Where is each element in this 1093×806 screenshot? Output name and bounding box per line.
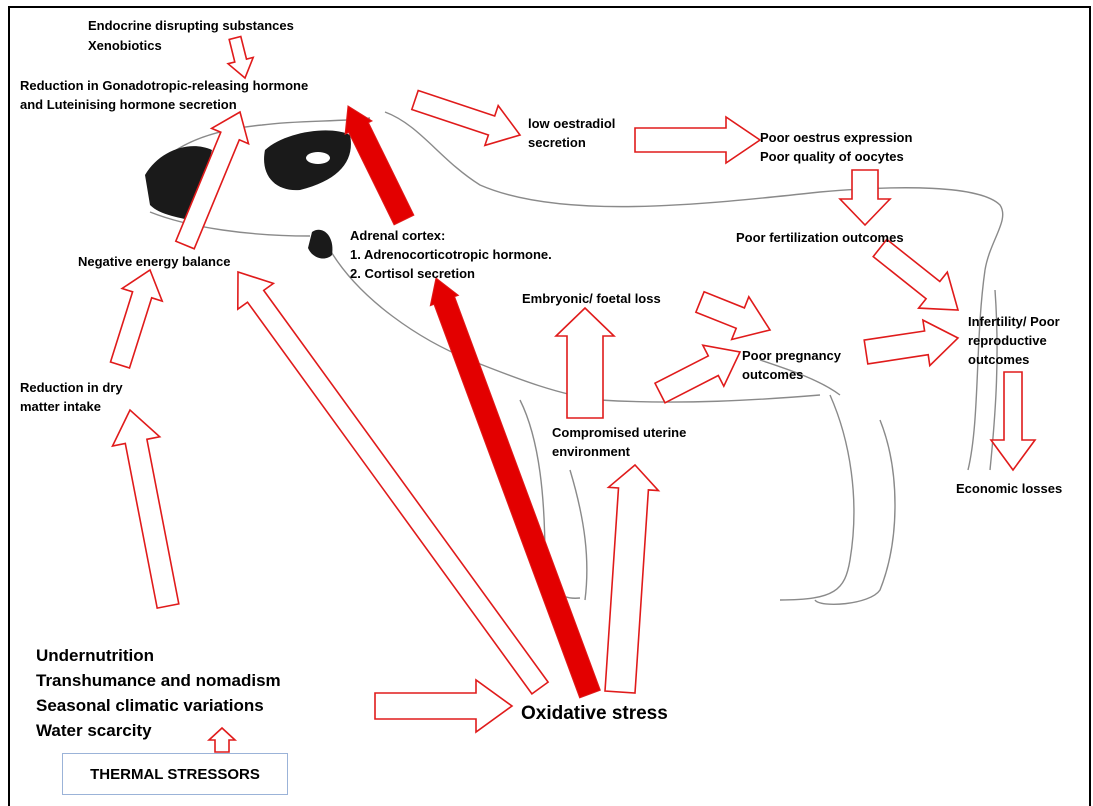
oestrus-label: Poor oestrus expression Poor quality of … (760, 128, 912, 166)
dmi-label: Reduction in dry matter intake (20, 378, 123, 416)
cow-ear-patch (308, 230, 332, 259)
fertilization-label: Poor fertilization outcomes (736, 228, 904, 247)
cow-hind-leg-outline (780, 395, 854, 600)
cow-hind-leg2-outline (815, 420, 895, 604)
economic-label: Economic losses (956, 479, 1062, 498)
cow-tail-outline (968, 270, 985, 470)
infertility-label: Infertility/ Poor reproductive outcomes (968, 312, 1060, 369)
arrow-oxidative-to-uterine (605, 465, 658, 693)
arrow-undernutrition-to-dmi (113, 410, 179, 608)
stressor-water: Water scarcity (36, 718, 152, 744)
arrow-stressors-to-oxidative (375, 680, 512, 732)
arrow-thermal-to-stressors (209, 728, 235, 752)
arrow-endocrine-to-gnrh (228, 37, 253, 79)
arrow-oestradiol-to-oestrus (635, 117, 760, 163)
top-input-endocrine: Endocrine disrupting substances (88, 16, 294, 35)
arrow-uterine-to-pregnancy (655, 345, 740, 403)
arrow-pregnancy-to-infertility (864, 320, 958, 366)
top-input-xenobiotics: Xenobiotics (88, 36, 162, 55)
arrow-infertility-to-economic (991, 372, 1035, 470)
stressor-transhumance: Transhumance and nomadism (36, 668, 281, 694)
neb-label: Negative energy balance (78, 252, 230, 271)
embryonic-label: Embryonic/ foetal loss (522, 289, 661, 308)
arrow-embryonic-to-pregnancy (696, 292, 770, 340)
arrow-oestrus-to-fertilization (840, 170, 890, 225)
arrow-fertilization-to-infertility (873, 239, 958, 310)
arrow-uterine-to-embryonic (556, 308, 614, 418)
thermal-stressors-label: THERMAL STRESSORS (90, 766, 260, 783)
thermal-stressors-box: THERMAL STRESSORS (62, 753, 288, 795)
arrow-adrenal-to-gnrh (345, 106, 414, 225)
gnrh-lh-label: Reduction in Gonadotropic-releasing horm… (20, 76, 308, 114)
cow-eye (306, 152, 330, 164)
stressor-undernutrition: Undernutrition (36, 643, 154, 669)
arrow-gnrh-to-oestradiol (412, 91, 520, 146)
arrow-dmi-to-neb (111, 270, 163, 368)
pregnancy-label: Poor pregnancy outcomes (742, 346, 841, 384)
stressor-seasonal: Seasonal climatic variations (36, 693, 264, 719)
cow-front-leg2-outline (570, 470, 587, 600)
oestradiol-label: low oestradiol secretion (528, 114, 615, 152)
adrenal-label: Adrenal cortex: 1. Adrenocorticotropic h… (350, 226, 552, 283)
uterine-label: Compromised uterine environment (552, 423, 686, 461)
oxidative-stress-label: Oxidative stress (521, 702, 668, 726)
